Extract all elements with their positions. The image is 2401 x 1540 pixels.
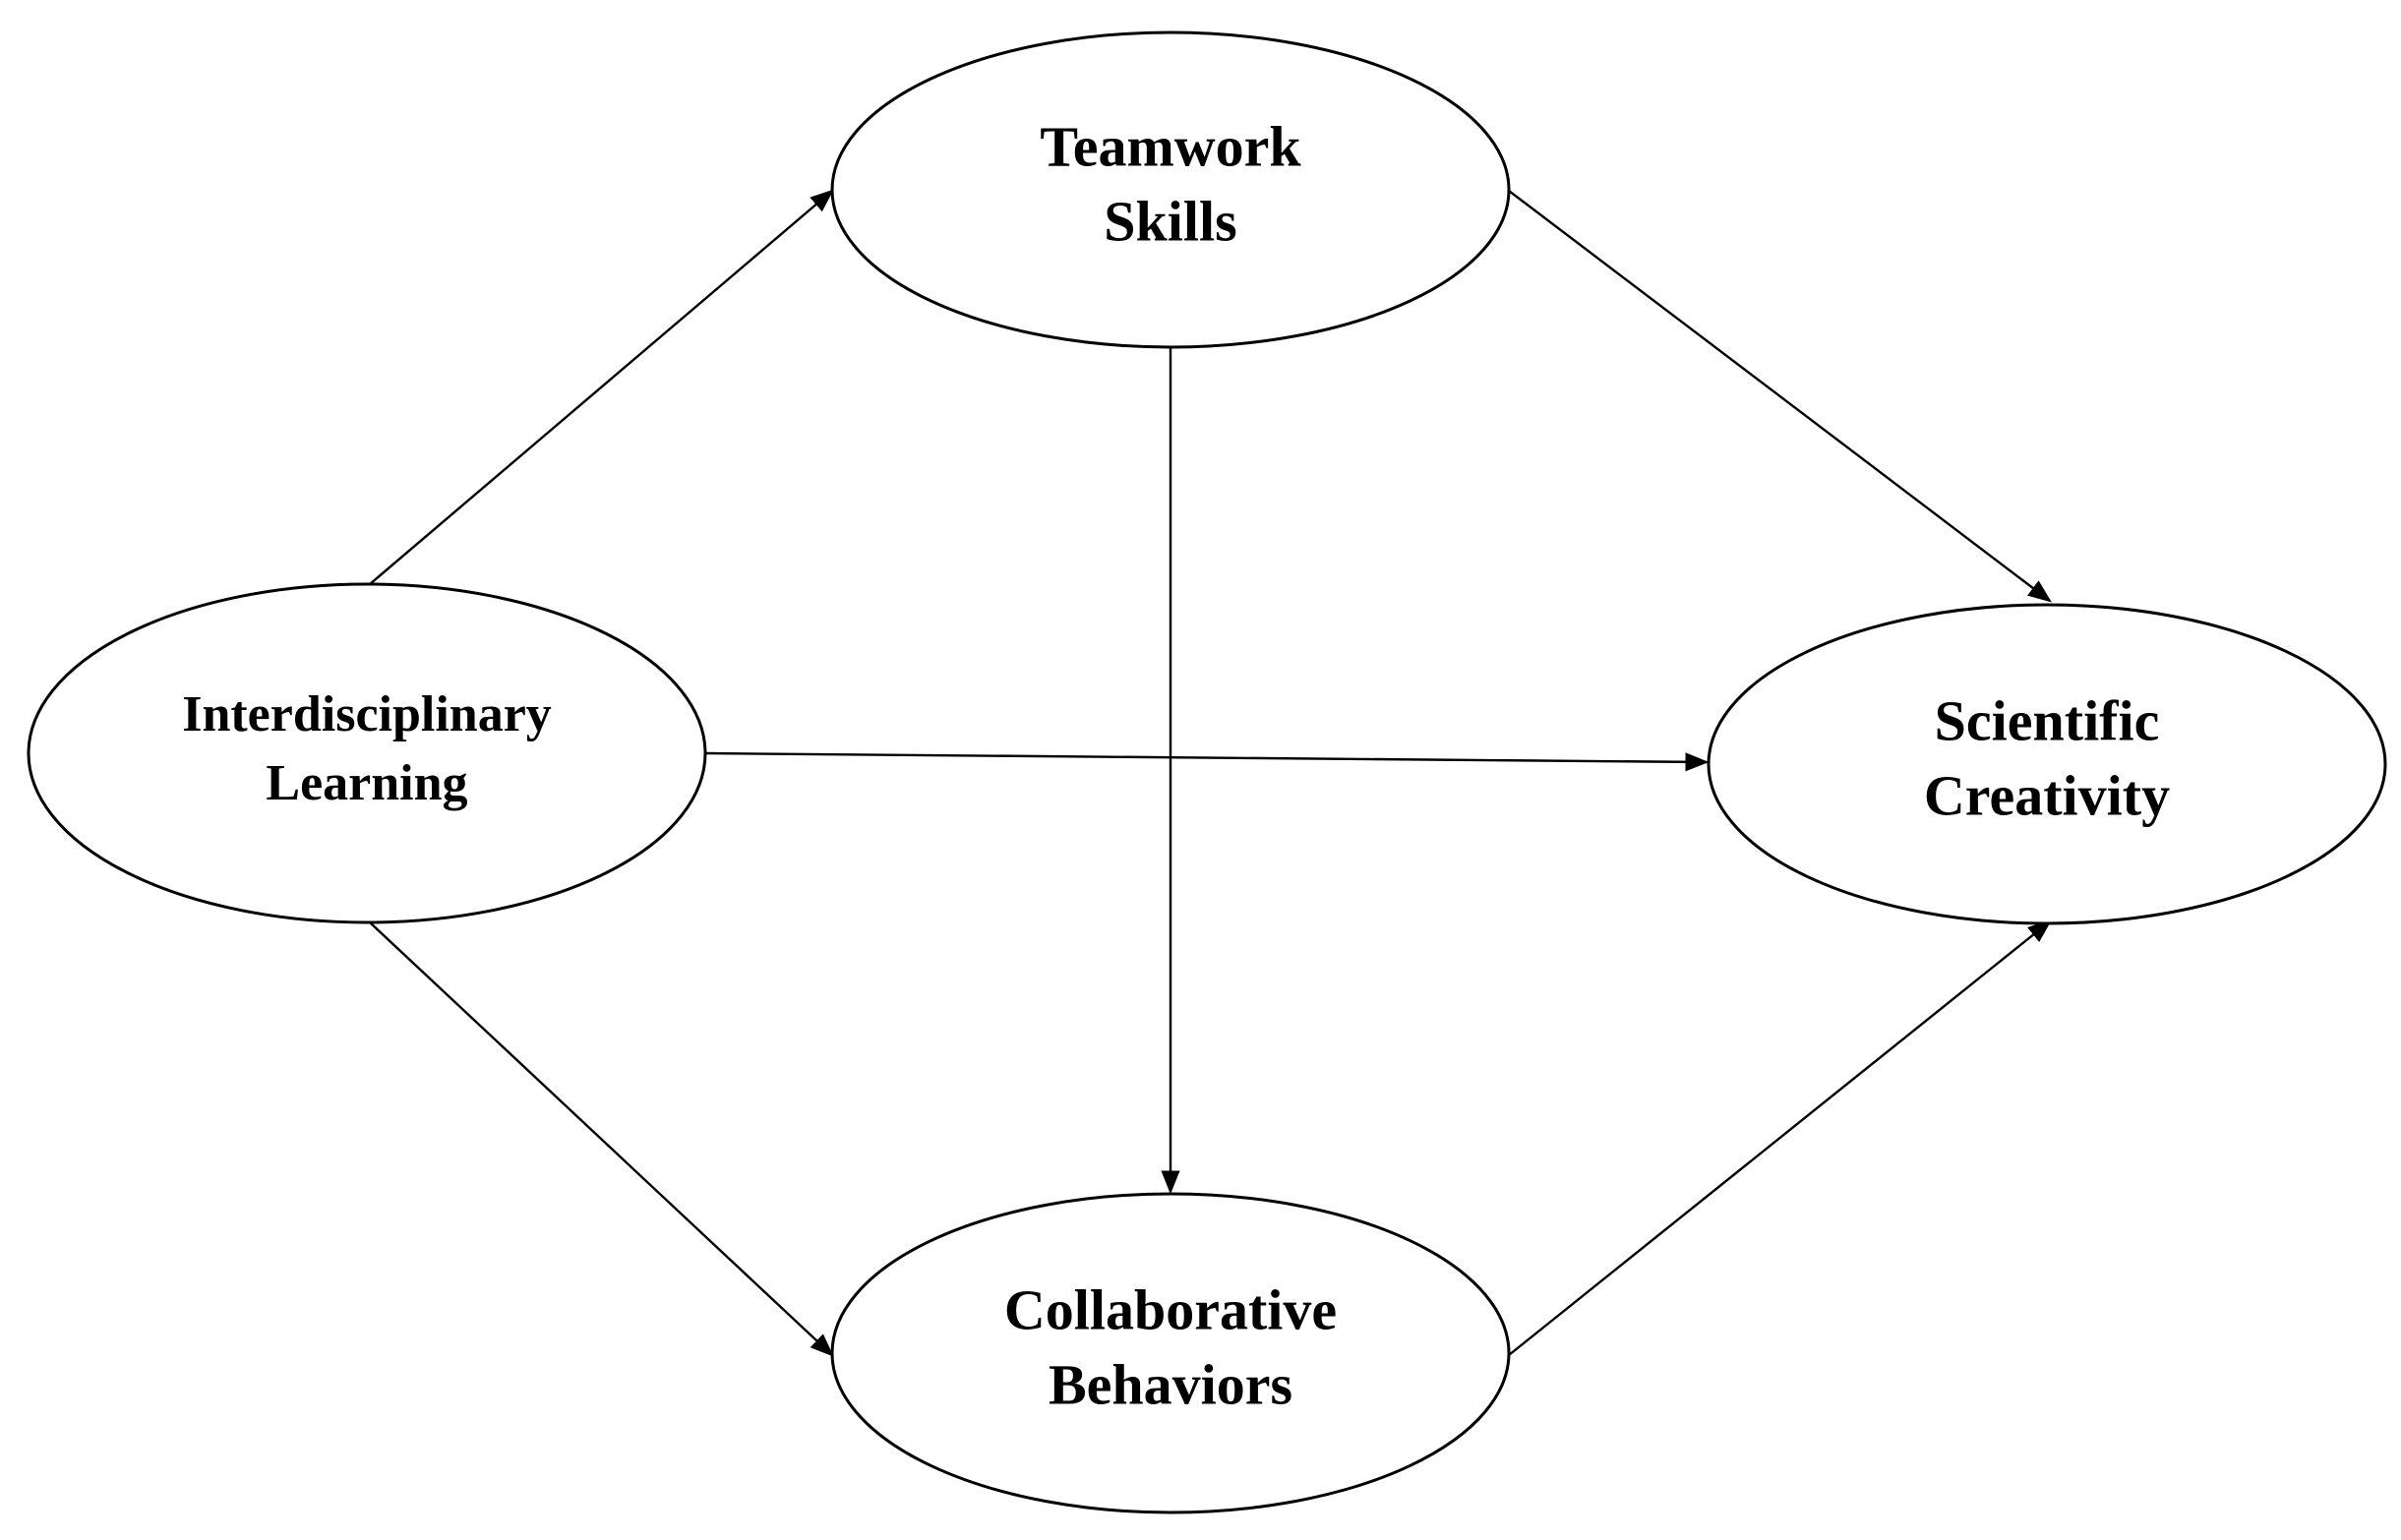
arrow-teamwork-to-scientific (1508, 190, 2052, 603)
arrow-interdisciplinary-to-collaborative (369, 921, 834, 1357)
node-ellipse-teamwork (830, 30, 1511, 349)
node-label-scientific-line-2: Creativity (1924, 763, 2170, 827)
node-label-scientific-line-1: Scientific (1935, 688, 2160, 752)
node-label-interdisciplinary-line-1: Interdisciplinary (182, 686, 552, 742)
arrow-collaborative-to-scientific (1508, 919, 2052, 1356)
node-label-collaborative-line-2: Behaviors (1049, 1352, 1292, 1416)
node-label-interdisciplinary-line-2: Learning (266, 755, 467, 811)
node-ellipse-scientific (1707, 603, 2387, 925)
edges-layer (369, 189, 2052, 1357)
arrow-interdisciplinary-to-scientific (705, 751, 1710, 772)
node-label-teamwork-line-2: Skills (1104, 189, 1236, 253)
arrow-interdisciplinary-to-teamwork (369, 189, 834, 585)
node-ellipse-collaborative (830, 1192, 1511, 1514)
node-ellipse-interdisciplinary (27, 582, 707, 924)
node-label-collaborative-line-1: Collaborative (1004, 1277, 1337, 1341)
node-label-teamwork-line-1: Teamwork (1040, 114, 1301, 178)
